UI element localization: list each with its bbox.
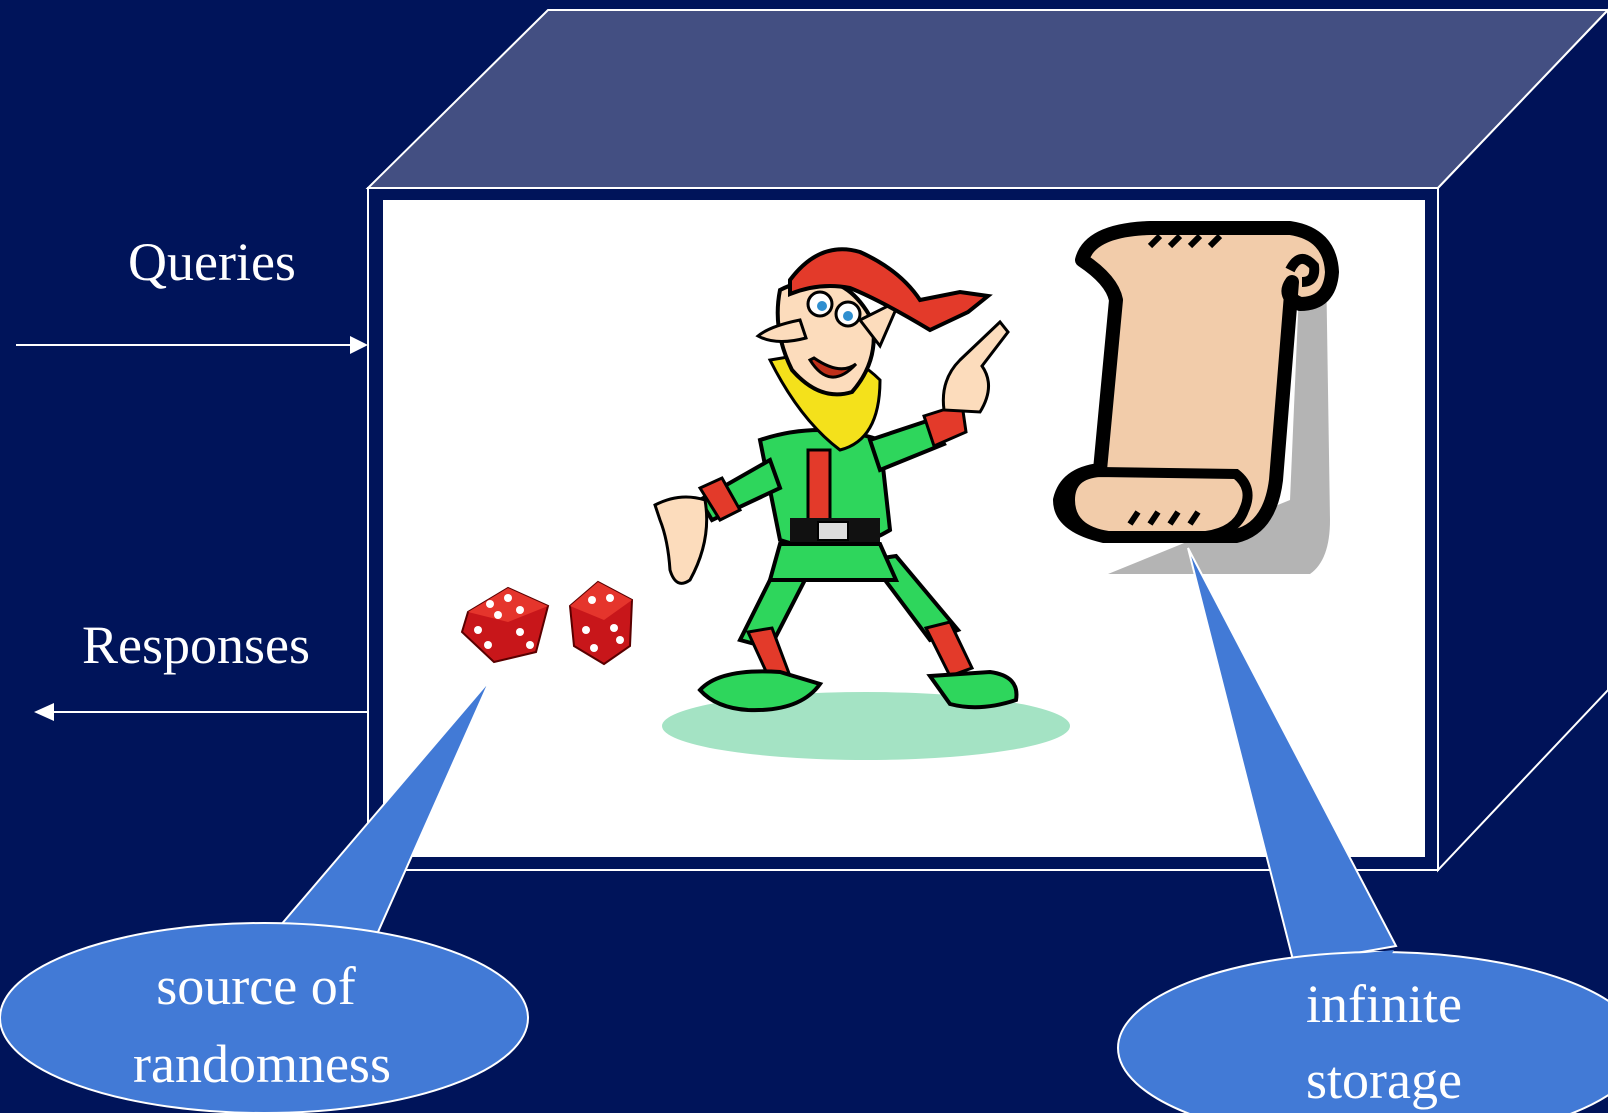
callout-storage: infinite storage bbox=[1117, 547, 1608, 1113]
callout-storage-line1: infinite bbox=[1306, 974, 1462, 1034]
dice-icon bbox=[460, 580, 634, 666]
queries-label: Queries bbox=[128, 232, 296, 292]
responses-arrow bbox=[34, 703, 368, 721]
callout-randomness-line2: randomness bbox=[133, 1034, 391, 1094]
callout-randomness-line1: source of bbox=[156, 956, 355, 1016]
die-right-icon bbox=[568, 580, 634, 666]
callout-randomness: source of randomness bbox=[0, 679, 529, 1113]
elf-icon bbox=[653, 247, 1070, 760]
callout-storage-line2: storage bbox=[1306, 1050, 1462, 1110]
die-left-icon bbox=[460, 586, 550, 664]
queries-arrow bbox=[16, 336, 368, 354]
responses-label: Responses bbox=[82, 615, 310, 675]
callout-randomness-bubble bbox=[0, 922, 529, 1113]
box-top-face bbox=[365, 9, 1608, 189]
scroll-icon bbox=[1053, 221, 1339, 574]
